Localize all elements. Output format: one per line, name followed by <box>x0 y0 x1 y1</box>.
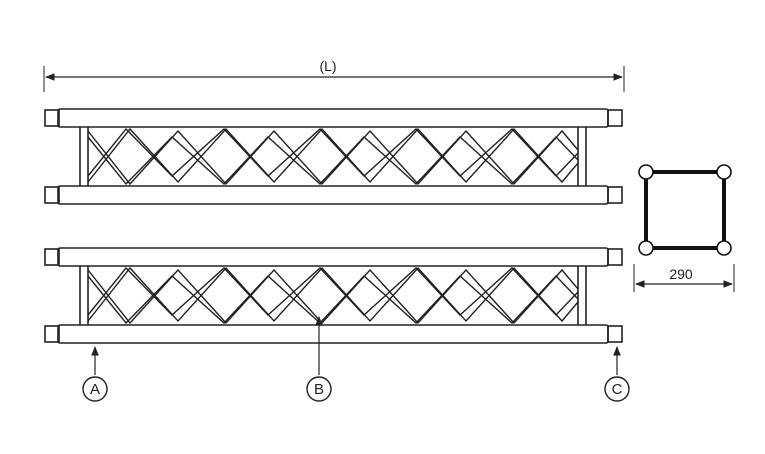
callout-a-letter: A <box>90 381 100 398</box>
top-chord-end-left <box>44 109 60 127</box>
top-chord <box>57 108 609 128</box>
plan-top-chord <box>57 247 609 267</box>
callout-c-circle <box>604 376 630 402</box>
plan-bottom-chord-end-left <box>44 325 60 343</box>
truss-plan-view <box>44 247 623 344</box>
bottom-chord-end-right <box>607 186 623 204</box>
callout-c-letter: C <box>612 381 623 398</box>
truss-cross-section <box>638 164 732 256</box>
callout-a-circle <box>82 376 108 402</box>
bottom-chord-end-left <box>44 186 60 204</box>
lattice-bracing <box>87 127 579 186</box>
section-tube-top-left <box>638 164 654 180</box>
plan-bottom-chord-end-right <box>607 325 623 343</box>
section-tube-top-right <box>716 164 732 180</box>
plan-top-chord-end-left <box>44 248 60 266</box>
section-tube-bottom-left <box>638 240 654 256</box>
section-frame <box>644 170 726 250</box>
plan-bottom-chord <box>57 324 609 344</box>
section-width-dimension: 290 <box>633 264 735 292</box>
plan-lattice-bracing <box>87 266 579 325</box>
truss-side-view <box>44 108 623 205</box>
length-dimension: (L) <box>43 58 625 92</box>
callout-b-circle <box>306 376 332 402</box>
section-tube-bottom-right <box>716 240 732 256</box>
callout-a: A <box>82 346 108 402</box>
plan-top-chord-end-right <box>607 248 623 266</box>
callout-b: B <box>306 316 332 402</box>
bottom-chord <box>57 185 609 205</box>
section-width-label: 290 <box>669 266 693 282</box>
length-label: (L) <box>319 58 336 74</box>
callout-c: C <box>604 346 630 402</box>
callout-b-letter: B <box>314 381 324 398</box>
top-chord-end-right <box>607 109 623 127</box>
